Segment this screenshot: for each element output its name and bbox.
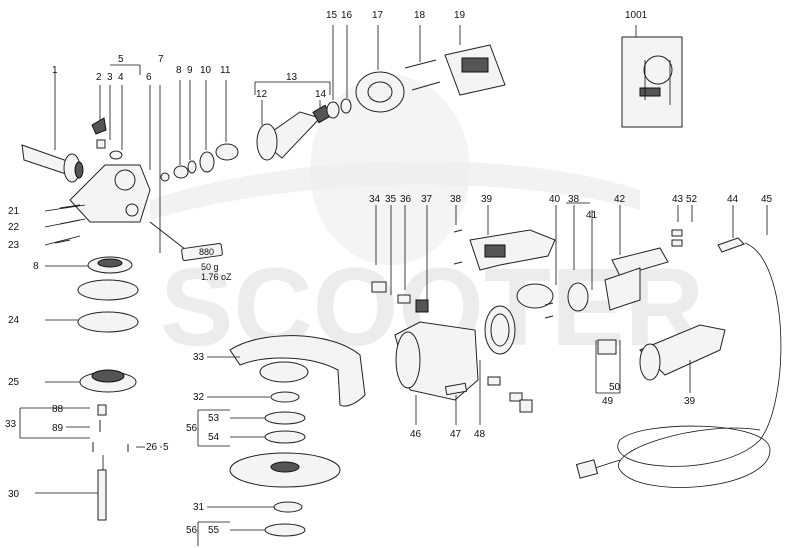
label-18: 18 [414, 10, 426, 21]
label-11: 11 [220, 65, 231, 76]
label-49: 49 [602, 396, 614, 407]
label-55: 55 [208, 525, 220, 536]
motor-housing-46 [394, 321, 479, 425]
label-33: 33 [5, 419, 17, 430]
label-37: 37 [421, 194, 433, 205]
label-8: 8 [176, 65, 182, 76]
brush-parts-bottom [487, 376, 533, 413]
label-34: 34 [369, 194, 381, 205]
pins-18 [404, 25, 441, 91]
label-52: 52 [686, 194, 698, 205]
label-41: 41 [586, 210, 598, 221]
power-cable-44-45 [575, 205, 782, 488]
motor-cover-39 [469, 205, 556, 271]
label-33b: 33 [193, 352, 205, 363]
label-8b: 8 [33, 261, 39, 272]
gear-housing [69, 85, 191, 254]
label-30: 30 [8, 489, 20, 500]
label-32: 32 [193, 392, 205, 403]
electronics-42 [604, 205, 669, 311]
stator-19 [444, 25, 506, 96]
label-5: 5 [118, 54, 124, 65]
label-1001: 1001 [625, 10, 648, 21]
label-39: 39 [481, 194, 493, 205]
label-38: 38 [450, 194, 462, 205]
screws-38 [453, 205, 463, 265]
flange-25 [45, 369, 137, 393]
grease-tube-label: 880 [199, 247, 214, 257]
label-7: 7 [158, 54, 164, 65]
label-26: 26 [146, 442, 158, 453]
label-17: 17 [372, 10, 384, 21]
armature-12-14 [254, 81, 332, 161]
grease-tube: 880 50 g 1.76 oZ [181, 243, 232, 282]
label-38b: 38 [568, 194, 580, 205]
label-56: 56 [186, 423, 198, 434]
brush-holder-parts-34-37 [371, 205, 429, 313]
label-39b: 39 [684, 396, 696, 407]
label-88: 88 [52, 404, 64, 415]
label-48: 48 [474, 429, 486, 440]
label-15: 15 [326, 10, 338, 21]
spindle-parts-30-89 [19, 404, 162, 521]
label-46: 46 [410, 429, 422, 440]
label-21: 21 [8, 206, 20, 217]
rear-handle-39 [639, 324, 726, 393]
label-40: 40 [549, 194, 561, 205]
label-13: 13 [286, 72, 298, 83]
label-54: 54 [208, 432, 220, 443]
gaskets-24 [45, 279, 139, 333]
label-9: 9 [187, 65, 193, 76]
label-plate-47 [444, 382, 468, 425]
disc-stack [197, 391, 341, 546]
small-parts-2-3-4 [91, 64, 141, 160]
label-45: 45 [761, 194, 773, 205]
label-25: 25 [8, 377, 20, 388]
label-3: 3 [107, 72, 113, 83]
label-1: 1 [52, 65, 58, 76]
parts-43-52 [671, 205, 693, 247]
label-19: 19 [454, 10, 466, 21]
switch-parts-49-50 [595, 339, 621, 394]
label-2: 2 [96, 72, 102, 83]
label-31: 31 [193, 502, 205, 513]
label-24: 24 [8, 315, 20, 326]
screws-21-23 [44, 204, 86, 246]
label-12: 12 [256, 89, 268, 100]
label-10: 10 [200, 65, 212, 76]
grease-weight-g: 50 g [201, 262, 219, 272]
screws-38-41 [544, 202, 593, 319]
label-50: 50 [609, 382, 621, 393]
ring-40 [516, 205, 557, 309]
label-89: 89 [52, 423, 64, 434]
inset-1001 [621, 25, 683, 128]
label-4: 4 [118, 72, 124, 83]
bearing-parts-7-11 [160, 80, 239, 182]
label-43: 43 [672, 194, 684, 205]
label-44: 44 [727, 194, 739, 205]
label-42: 42 [614, 194, 626, 205]
label-6: 6 [146, 72, 152, 83]
label-35: 35 [385, 194, 397, 205]
side-handle [21, 70, 84, 183]
label-36: 36 [400, 194, 412, 205]
label-23: 23 [8, 240, 20, 251]
label-22: 22 [8, 222, 20, 233]
label-53: 53 [208, 413, 220, 424]
label-14: 14 [315, 89, 327, 100]
bearings-15-16 [326, 25, 352, 119]
grease-weight-oz: 1.76 oZ [201, 272, 232, 282]
fan-baffle-17 [355, 25, 405, 113]
ring-48 [479, 305, 516, 425]
label-47: 47 [450, 429, 462, 440]
label-5b: 5 [163, 442, 169, 453]
wheel-guard-33 [207, 335, 366, 407]
gear-wheel-8 [45, 256, 133, 274]
part-number-labels: 1 2 3 4 5 6 7 8 9 10 11 12 13 14 15 16 1… [5, 10, 773, 536]
label-16: 16 [341, 10, 353, 21]
label-56b: 56 [186, 525, 198, 536]
